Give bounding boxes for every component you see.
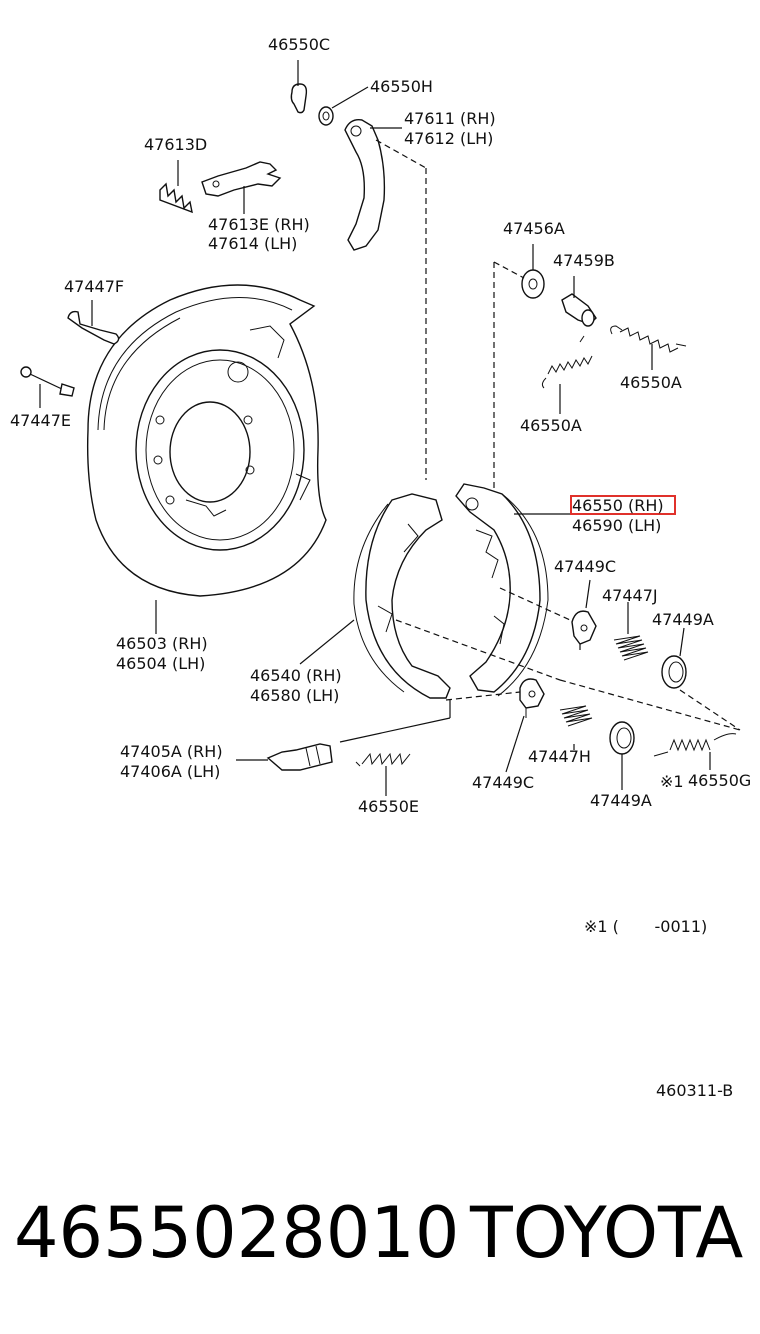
- wire-47447f-part: [67, 300, 120, 345]
- diagram-code: 460311-B: [656, 1081, 733, 1100]
- clip-46550c-part: [290, 60, 308, 114]
- label-46550h: 46550H: [370, 77, 433, 96]
- shoe-46540-part: [299, 493, 451, 743]
- label-47449c-upper: 47449C: [554, 557, 616, 576]
- highlight-box: [570, 495, 676, 515]
- label-46503: 46503 (RH): [116, 634, 208, 653]
- label-46550-rh: 46550 (RH): [572, 496, 664, 515]
- label-46504: 46504 (LH): [116, 654, 205, 673]
- spring-47447h-part: [559, 705, 593, 750]
- label-47406a: 47406A (LH): [120, 762, 220, 781]
- backing-plate-46503-part: [86, 284, 327, 634]
- label-47449a-upper: 47449A: [652, 610, 714, 629]
- label-47612: 47612 (LH): [404, 129, 493, 148]
- lever-47611-part: [344, 119, 427, 480]
- footer: 4655028010 TOYOTA: [0, 1188, 760, 1278]
- retainer-47449c-upper-part: [571, 579, 597, 650]
- label-46580: 46580 (LH): [250, 686, 339, 705]
- adjuster-47613e-part: [201, 161, 282, 214]
- label-47447f: 47447F: [64, 277, 124, 296]
- part-number: 4655028010: [14, 1192, 460, 1274]
- washer-46550h-part: [318, 86, 369, 126]
- label-47459b: 47459B: [553, 251, 615, 270]
- label-47614: 47614 (LH): [208, 234, 297, 253]
- pin-47447e-part: [20, 366, 75, 408]
- label-note-1: ※1: [660, 772, 684, 791]
- spring-46550e-part: [355, 752, 411, 796]
- label-47611: 47611 (RH): [404, 109, 496, 128]
- spring-47447j-part: [613, 602, 649, 661]
- label-47613d: 47613D: [144, 135, 207, 154]
- cup-47449a-lower-part: [609, 721, 635, 790]
- pin-47405a-part: [236, 743, 333, 771]
- label-47613e: 47613E (RH): [208, 215, 310, 234]
- label-47447e: 47447E: [10, 411, 71, 430]
- label-46550g: 46550G: [688, 771, 751, 790]
- spring-46550a-center-part: [541, 335, 593, 414]
- range-note: ※1 ( -0011): [584, 917, 707, 936]
- retainer-47449c-lower-part: [505, 678, 545, 773]
- spring-46550a-right-part: [610, 325, 687, 370]
- label-46540: 46540 (RH): [250, 666, 342, 685]
- pin-47459b-part: [561, 276, 597, 327]
- brand-name: TOYOTA: [470, 1192, 744, 1274]
- spring-46550g-part: [653, 733, 737, 770]
- label-47449a-lower: 47449A: [590, 791, 652, 810]
- label-46550e: 46550E: [358, 797, 419, 816]
- label-46550a-right: 46550A: [620, 373, 682, 392]
- shoe-46550-part: [455, 483, 570, 697]
- washer-47456a-part: [493, 244, 545, 490]
- label-47456a: 47456A: [503, 219, 565, 238]
- label-47447h: 47447H: [528, 747, 591, 766]
- label-46550c: 46550C: [268, 35, 330, 54]
- label-47449c-lower: 47449C: [472, 773, 534, 792]
- label-47405a: 47405A (RH): [120, 742, 223, 761]
- label-46590-lh: 46590 (LH): [572, 516, 661, 535]
- cup-47449a-upper-part: [661, 627, 687, 689]
- label-46550a-center: 46550A: [520, 416, 582, 435]
- label-47447j: 47447J: [602, 586, 658, 605]
- spring-47613d-part: [159, 160, 193, 214]
